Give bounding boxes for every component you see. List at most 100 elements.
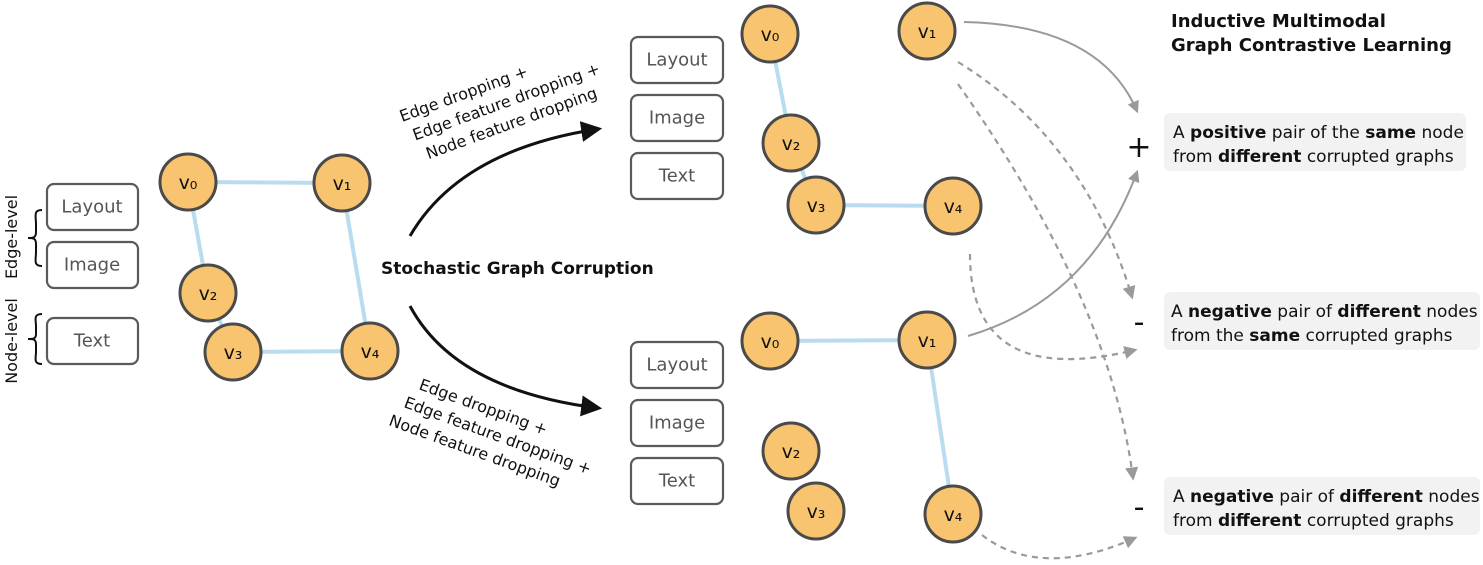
node-v0: v₀: [740, 311, 800, 371]
pair-text-segment: negative: [1188, 302, 1272, 322]
negative-arrow-bottom-same-graph: [968, 253, 1138, 361]
node-v2-label: v₂: [782, 441, 801, 463]
feature-image: Image: [629, 398, 725, 448]
pair-2-line-0: A negative pair of different nodes: [1173, 487, 1480, 507]
node-v4-label: v₄: [944, 504, 963, 526]
node-v4-label: v₄: [944, 196, 963, 218]
node-v3: v₃: [203, 322, 263, 382]
pair-text-segment: same: [1365, 123, 1416, 143]
node-v4: v₄: [923, 176, 983, 236]
node-v4: v₄: [340, 321, 400, 381]
feature-image: Image: [45, 240, 140, 290]
node-level-label: Node-level: [2, 298, 21, 384]
positive-sign: +: [1126, 130, 1151, 165]
negative-arrow-different-graph: [957, 83, 1139, 481]
node-v3: v₃: [786, 175, 846, 235]
feature-text: Text: [629, 151, 725, 201]
node-v4-label: v₄: [361, 341, 380, 363]
node-v1-label: v₁: [918, 21, 937, 43]
corruption-arrow-top: [408, 121, 603, 237]
feature-image-label: Image: [649, 413, 705, 434]
pair-2-line-1: from different corrupted graphs: [1173, 511, 1454, 531]
feature-layout: Layout: [629, 340, 725, 390]
node-v3: v₃: [786, 481, 846, 541]
pair-text-segment: A: [1173, 123, 1190, 143]
original-graph: v₀ v₁ v₂ v₃ v₄: [158, 152, 400, 382]
pair-text-segment: pair of the: [1266, 123, 1365, 143]
negative-sign-2: -: [1134, 490, 1145, 525]
title-line-1: Inductive Multimodal: [1171, 11, 1386, 32]
augmentation-top: Edge dropping + Edge feature dropping + …: [397, 59, 603, 163]
node-v1: v₁: [312, 153, 372, 213]
corrupted-features-bottom: Layout Image Text: [629, 340, 725, 506]
pair-text-segment: nodes: [1423, 487, 1480, 507]
feature-text-label: Text: [73, 331, 110, 352]
pair-text-segment: from the: [1171, 326, 1249, 346]
feature-text: Text: [45, 316, 140, 366]
feature-image-label: Image: [64, 255, 120, 276]
pair-text-segment: different: [1337, 302, 1420, 322]
node-v1: v₁: [897, 310, 957, 370]
pair-text-segment: corrupted graphs: [1300, 326, 1452, 346]
pair-text-segment: corrupted graphs: [1301, 147, 1453, 167]
feature-layout-label: Layout: [646, 355, 707, 376]
corruption-label: Stochastic Graph Corruption: [381, 259, 654, 279]
pair-text-segment: different: [1339, 487, 1422, 507]
pair-1-line-0: A negative pair of different nodes: [1171, 302, 1478, 322]
node-v2: v₂: [178, 263, 238, 323]
pair-text-segment: from: [1173, 511, 1218, 531]
corrupted-features-top: Layout Image Text: [629, 35, 725, 201]
corrupted-graph-bottom: v₀ v₁ v₂ v₃ v₄: [740, 310, 983, 544]
negative-sign-1: -: [1134, 305, 1145, 340]
node-v2-label: v₂: [199, 283, 218, 305]
pair-0-line-1: from different corrupted graphs: [1173, 147, 1454, 167]
pair-text-segment: negative: [1190, 487, 1274, 507]
pair-text-segment: different: [1218, 147, 1301, 167]
feature-layout-label: Layout: [61, 197, 122, 218]
pair-text-segment: different: [1218, 511, 1301, 531]
corrupted-graph-top: v₀ v₁ v₂ v₃ v₄: [740, 1, 983, 236]
pair-text-segment: same: [1249, 326, 1300, 346]
positive-pair-box: [1164, 113, 1466, 171]
corruption-arrow-bottom: [408, 305, 603, 417]
node-level-brace: [27, 313, 43, 365]
pair-text-segment: A: [1173, 487, 1190, 507]
feature-image-label: Image: [649, 108, 705, 129]
node-v1-label: v₁: [333, 173, 352, 195]
pair-text-segment: pair of: [1274, 487, 1340, 507]
pair-0-line-0: A positive pair of the same node: [1173, 123, 1464, 143]
pair-text-segment: A: [1171, 302, 1188, 322]
feature-image: Image: [629, 93, 725, 143]
node-v0: v₀: [740, 4, 800, 64]
original-features: Layout Image Text Edge-level Node-level: [2, 182, 140, 384]
node-v1-label: v₁: [918, 330, 937, 352]
node-v3-label: v₃: [807, 195, 826, 217]
positive-arrow-from-bottom-v1: [967, 169, 1140, 337]
negative-arrow-bottom-different-graph: [981, 534, 1138, 560]
pair-text-segment: node: [1416, 123, 1464, 143]
positive-arrow-from-top-v1: [963, 21, 1139, 114]
node-v4: v₄: [923, 484, 983, 544]
pair-text-segment: positive: [1190, 123, 1266, 143]
node-v2: v₂: [761, 421, 821, 481]
node-v3-label: v₃: [224, 342, 243, 364]
node-v2: v₂: [761, 113, 821, 173]
node-v3-label: v₃: [807, 501, 826, 523]
feature-layout: Layout: [45, 182, 140, 232]
node-v0-label: v₀: [761, 331, 780, 353]
title-line-2: Graph Contrastive Learning: [1171, 35, 1452, 56]
negative-pair-same-box: [1164, 292, 1480, 350]
pair-text-segment: from: [1173, 147, 1218, 167]
node-v0-label: v₀: [179, 172, 198, 194]
feature-layout: Layout: [629, 35, 725, 85]
feature-text-label: Text: [658, 471, 695, 492]
node-v0: v₀: [158, 152, 218, 212]
feature-layout-label: Layout: [646, 50, 707, 71]
edge-level-label: Edge-level: [2, 195, 21, 279]
edge-level-brace: [27, 209, 43, 267]
pair-text-segment: pair of: [1272, 302, 1338, 322]
augmentation-bottom: Edge dropping + Edge feature dropping + …: [387, 375, 595, 491]
node-v0-label: v₀: [761, 24, 780, 46]
pair-text-segment: corrupted graphs: [1301, 511, 1453, 531]
